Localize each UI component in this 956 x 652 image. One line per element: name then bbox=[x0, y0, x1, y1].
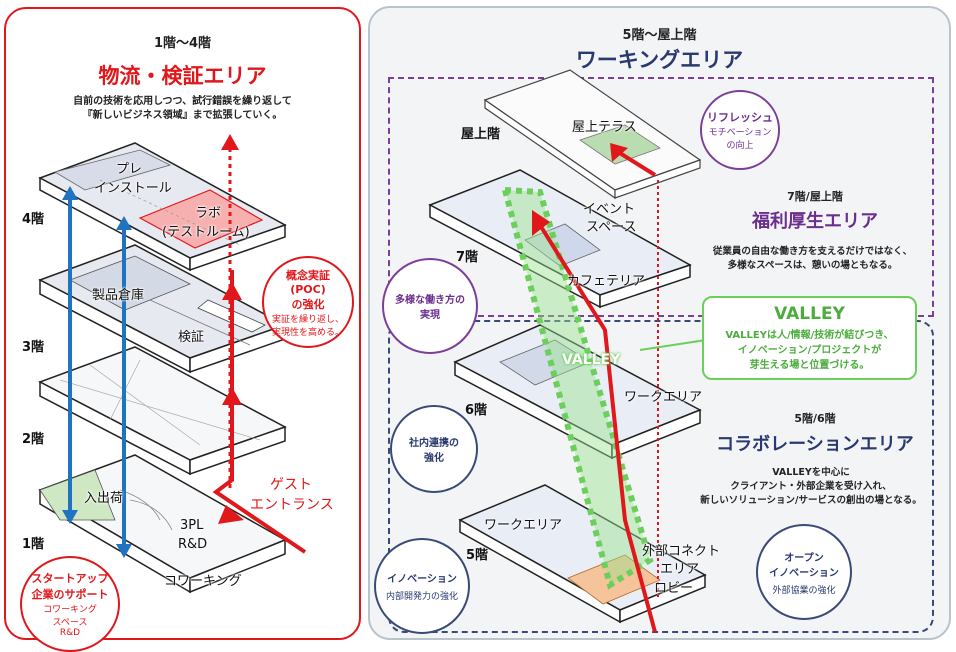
welfare-floors: 7階/屋上階 bbox=[787, 190, 843, 203]
internal-line2: 強化 bbox=[424, 453, 444, 464]
startup-sub1: コワーキング bbox=[43, 605, 97, 615]
diverse-line1: 多様な働き方の bbox=[395, 295, 465, 306]
innovation-title: イノベーション bbox=[387, 574, 457, 585]
valley-box: VALLEY VALLEYは人/情報/技術が結びつき、 イノベーション/プロジェ… bbox=[702, 296, 917, 380]
collab-floors: 5階/6階 bbox=[794, 412, 836, 425]
verification-label: 検証 bbox=[178, 330, 205, 345]
open-line2: イノベーション bbox=[769, 567, 839, 579]
warehouse-label: 製品倉庫 bbox=[92, 288, 145, 303]
floor-label-3: 3階 bbox=[22, 340, 45, 355]
roof-plan bbox=[483, 69, 702, 200]
collab-zone-border bbox=[388, 320, 934, 633]
valley-box-title: VALLEY bbox=[774, 304, 845, 324]
startup-line2: 企業のサポート bbox=[31, 588, 109, 601]
valley-box-line2: イノベーション/プロジェクトが bbox=[737, 345, 882, 356]
floor7-plan bbox=[428, 169, 692, 309]
innovation-circle: イノベーション 内部開発力の強化 bbox=[374, 538, 470, 634]
valley-box-line1: VALLEYは人/情報/技術が結びつき、 bbox=[725, 330, 894, 341]
event-space-label-line1: イベント bbox=[583, 202, 636, 217]
cafeteria-label: カフェテリア bbox=[567, 274, 646, 289]
startup-sub3: R&D bbox=[59, 628, 81, 638]
floor-label-4: 4階 bbox=[22, 212, 45, 227]
poc-line2: (POC) bbox=[290, 282, 326, 296]
red-flow-path bbox=[538, 223, 657, 633]
lab-label-line2: (テストルーム) bbox=[162, 225, 250, 240]
collab-desc-line1: VALLEYを中心に bbox=[772, 467, 850, 478]
floor-label-2: 2階 bbox=[22, 432, 45, 447]
floor-label-6: 6階 bbox=[465, 403, 488, 418]
welfare-title: 福利厚生エリア bbox=[752, 211, 878, 232]
floor-label-7: 7階 bbox=[456, 250, 479, 265]
floor-label-1: 1階 bbox=[22, 537, 45, 552]
external-connect-label-line1: 外部コネクト bbox=[642, 544, 721, 559]
diverse-work-circle: 多様な働き方の 実現 bbox=[382, 258, 478, 354]
collab-desc-line2: クライアント・外部企業を受け入れ、 bbox=[730, 481, 892, 492]
lobby-label: ロビー bbox=[654, 581, 694, 596]
guest-flow-arrows bbox=[212, 134, 307, 554]
collab-desc-line3: 新しいソリューション/サービスの創出の場となる。 bbox=[700, 495, 922, 506]
welfare-desc-line2: 多様なスペースは、憩いの場ともなる。 bbox=[727, 260, 898, 271]
valley-void bbox=[501, 186, 654, 590]
open-line1: オープン bbox=[784, 552, 824, 564]
left-desc-line2: 『新しいビジネス領域』まで拡張していく。 bbox=[82, 110, 283, 121]
floor-label-5: 5階 bbox=[466, 548, 489, 563]
preinstall-label-line2: インストール bbox=[94, 181, 172, 196]
open-innovation-circle: オープン イノベーション 外部協業の強化 bbox=[756, 524, 852, 620]
event-space-label-line2: スペース bbox=[586, 220, 637, 235]
3pl-label: 3PL bbox=[180, 518, 204, 533]
work-area-6-label: ワークエリア bbox=[624, 390, 703, 405]
floor2-plan bbox=[38, 346, 287, 476]
shipping-label: 入出荷 bbox=[84, 491, 124, 506]
poc-sub2: 実現性を高める。 bbox=[271, 327, 344, 338]
valley-box-line3: 芽生える場と位置づける。 bbox=[749, 360, 870, 371]
startup-line1: スタートアップ bbox=[31, 572, 109, 585]
guest-entrance-label-line1: ゲスト bbox=[270, 477, 312, 493]
startup-circle: スタートアップ 企業のサポート コワーキング スペース R&D bbox=[20, 556, 120, 652]
welfare-desc-line1: 従業員の自由な働き方を支えるだけではなく、 bbox=[712, 246, 913, 257]
lab-label-line1: ラボ bbox=[195, 206, 222, 221]
refresh-sub2: の向上 bbox=[726, 141, 754, 151]
floor6-plan bbox=[453, 324, 702, 460]
collab-title: コラボレーションエリア bbox=[716, 434, 914, 455]
diverse-line2: 実現 bbox=[420, 310, 440, 321]
logistics-panel bbox=[4, 7, 361, 640]
refresh-sub1: モチベーション bbox=[708, 128, 772, 138]
right-floors-range: 5階～屋上階 bbox=[622, 28, 697, 43]
poc-sub1: 実証を繰り返し、 bbox=[271, 314, 344, 325]
startup-sub2: スペース bbox=[52, 618, 88, 628]
internal-line1: 社内連携の bbox=[409, 438, 459, 449]
poc-line1: 概念実証 bbox=[286, 268, 330, 282]
rd-label: R&D bbox=[178, 537, 208, 552]
roof-terrace-label: 屋上テラス bbox=[572, 120, 637, 135]
guest-entrance-label-line2: エントランス bbox=[250, 497, 334, 513]
floor4-plan bbox=[38, 142, 287, 272]
floor-label-roof: 屋上階 bbox=[461, 127, 501, 142]
welfare-zone-border bbox=[388, 77, 934, 317]
refresh-circle: リフレッシュ モチベーション の向上 bbox=[700, 90, 780, 170]
innovation-sub: 内部開発力の強化 bbox=[385, 592, 458, 602]
valley-label: VALLEY bbox=[562, 352, 621, 368]
refresh-title: リフレッシュ bbox=[707, 111, 773, 124]
left-title: 物流・検証エリア bbox=[98, 64, 267, 88]
vertical-transport-arrows bbox=[62, 186, 132, 558]
left-desc-line1: 自前の技術を応用しつつ、試行錯誤を繰り返して bbox=[73, 96, 292, 107]
open-sub: 外部協業の強化 bbox=[772, 585, 836, 596]
left-floors-range: 1階～4階 bbox=[153, 36, 212, 51]
preinstall-label-line1: プレ bbox=[116, 162, 143, 177]
poc-circle: 概念実証 (POC) の強化 実証を繰り返し、 実現性を高める。 bbox=[262, 256, 354, 348]
internal-collab-circle: 社内連携の 強化 bbox=[390, 405, 478, 493]
coworking-label: コワーキング bbox=[164, 574, 242, 589]
work-area-5-label: ワークエリア bbox=[484, 518, 563, 533]
right-title: ワーキングエリア bbox=[575, 48, 744, 72]
external-connect-label-line2: エリア bbox=[660, 562, 700, 577]
poc-line3: の強化 bbox=[291, 297, 325, 311]
